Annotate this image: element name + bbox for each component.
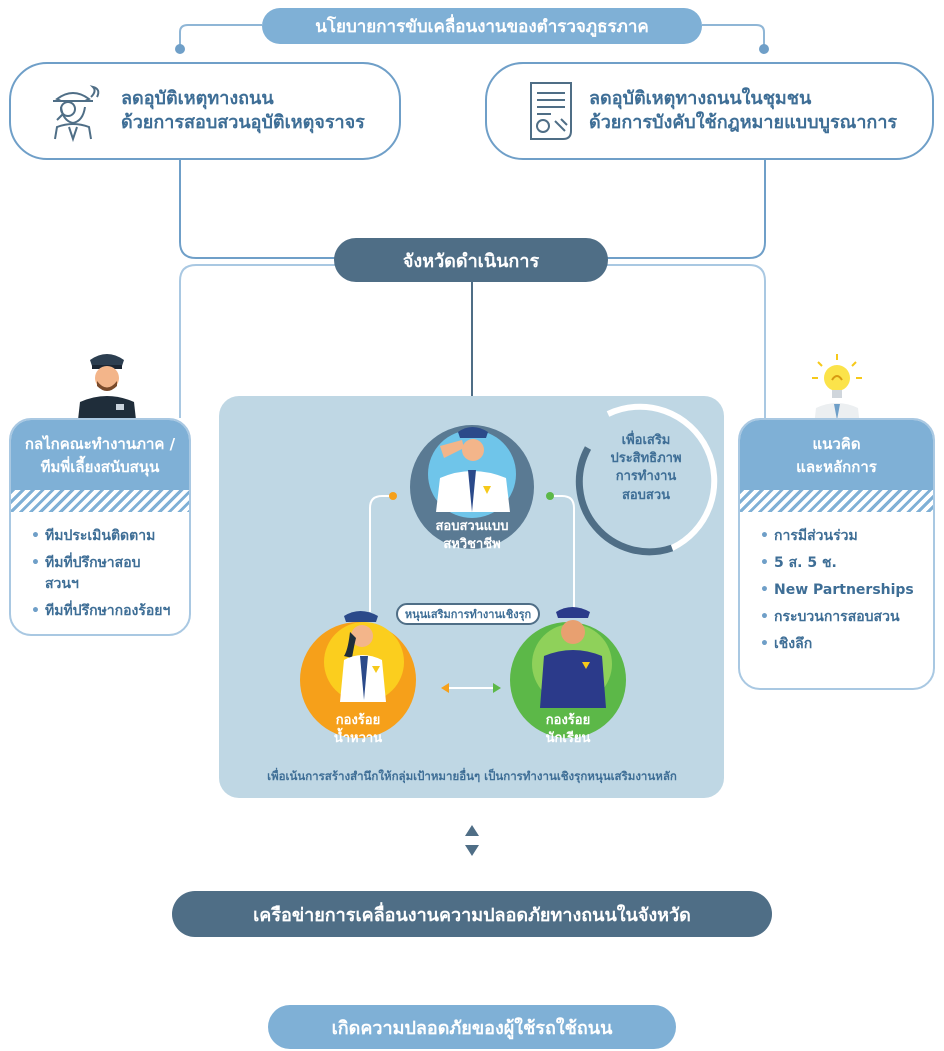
list-item: การมีส่วนร่วม (760, 526, 915, 547)
right-concept-card: แนวคิด และหลักการ การมีส่วนร่วม 5 ส. 5 ช… (738, 418, 935, 690)
left-card-header: กลไกคณะทำงานภาค / ทีมพี่เลี้ยงสนับสนุน (11, 420, 189, 490)
right-circle-line1: กองร้อย (545, 713, 591, 728)
right-goal-line1: ลดอุบัติเหตุทางถนนในชุมชน (589, 87, 812, 109)
right-circle-label: กองร้อย นักเรียน (528, 712, 608, 747)
right-circle-line2: นักเรียน (545, 730, 591, 746)
left-support-card: กลไกคณะทำงานภาค / ทีมพี่เลี้ยงสนับสนุน ท… (9, 418, 191, 636)
list-item: ทีมประเมินติดตาม (31, 526, 171, 547)
top-circle-line2: สหวิชาชีพ (443, 536, 501, 552)
list-item-continued: เชิงลึก (760, 634, 915, 655)
right-card-title2: และหลักการ (796, 457, 877, 476)
support-label: หนุนเสริมการทำงานเชิงรุก (396, 603, 540, 625)
network-pill: เครือข่ายการเคลื่อนงานความปลอดภัยทางถนนใ… (172, 891, 772, 937)
ring-line3: การทำงาน (615, 469, 677, 485)
right-card-title1: แนวคิด (812, 435, 861, 453)
left-card-list: ทีมประเมินติดตาม ทีมที่ปรึกษาสอบสวนฯ ทีม… (11, 512, 189, 634)
detective-icon (53, 85, 100, 143)
list-item: กระบวนการสอบสวน (760, 607, 915, 628)
police-officer-icon (78, 354, 136, 420)
ring-line1: เพื่อเสริม (621, 433, 671, 448)
ring-line2: ประสิทธิภาพ (610, 451, 682, 467)
ring-line4: สอบสวน (621, 487, 671, 503)
top-circle-label: สอบสวนแบบ สหวิชาชีพ (412, 518, 532, 553)
panel-caption: เพื่อเน้นการสร้างสำนึกให้กลุ่มเป้าหมายอื… (267, 769, 677, 783)
policy-title: นโยบายการขับเคลื่อนงานของตำรวจภูธรภาค (262, 8, 702, 44)
list-item: ทีมที่ปรึกษากองร้อยฯ (31, 601, 171, 622)
legal-document-icon (530, 82, 572, 140)
left-card-stripes (11, 490, 189, 512)
right-goal-box: ลดอุบัติเหตุทางถนนในชุมชน ด้วยการบังคับใ… (485, 62, 934, 160)
left-card-title1: กลไกคณะทำงานภาค / (24, 435, 176, 453)
list-item: New Partnerships (760, 580, 915, 601)
right-card-list: การมีส่วนร่วม 5 ส. 5 ช. New Partnerships… (740, 512, 933, 673)
right-card-header: แนวคิด และหลักการ (740, 420, 933, 490)
list-item: ทีมที่ปรึกษาสอบสวนฯ (31, 553, 171, 595)
left-circle-label: กองร้อย น้ำหวาน (318, 712, 398, 747)
province-action-pill: จังหวัดดำเนินการ (334, 238, 608, 282)
right-goal-line2: ด้วยการบังคับใช้กฎหมายแบบบูรณาการ (589, 112, 898, 133)
outcome-pill: เกิดความปลอดภัยของผู้ใช้รถใช้ถนน (268, 1005, 676, 1049)
right-card-stripes (740, 490, 933, 512)
left-card-title2: ทีมพี่เลี้ยงสนับสนุน (40, 457, 160, 476)
left-goal-line2: ด้วยการสอบสวนอุบัติเหตุจราจร (121, 112, 365, 133)
left-goal-line1: ลดอุบัติเหตุทางถนน (121, 87, 274, 109)
left-circle-line2: น้ำหวาน (333, 730, 383, 746)
ring-label: เพื่อเสริม ประสิทธิภาพ การทำงาน สอบสวน (600, 432, 692, 505)
top-circle-line1: สอบสวนแบบ (435, 519, 509, 534)
list-item: 5 ส. 5 ช. (760, 553, 915, 574)
left-circle-line1: กองร้อย (335, 713, 381, 728)
left-goal-box: ลดอุบัติเหตุทางถนน ด้วยการสอบสวนอุบัติเห… (9, 62, 401, 160)
